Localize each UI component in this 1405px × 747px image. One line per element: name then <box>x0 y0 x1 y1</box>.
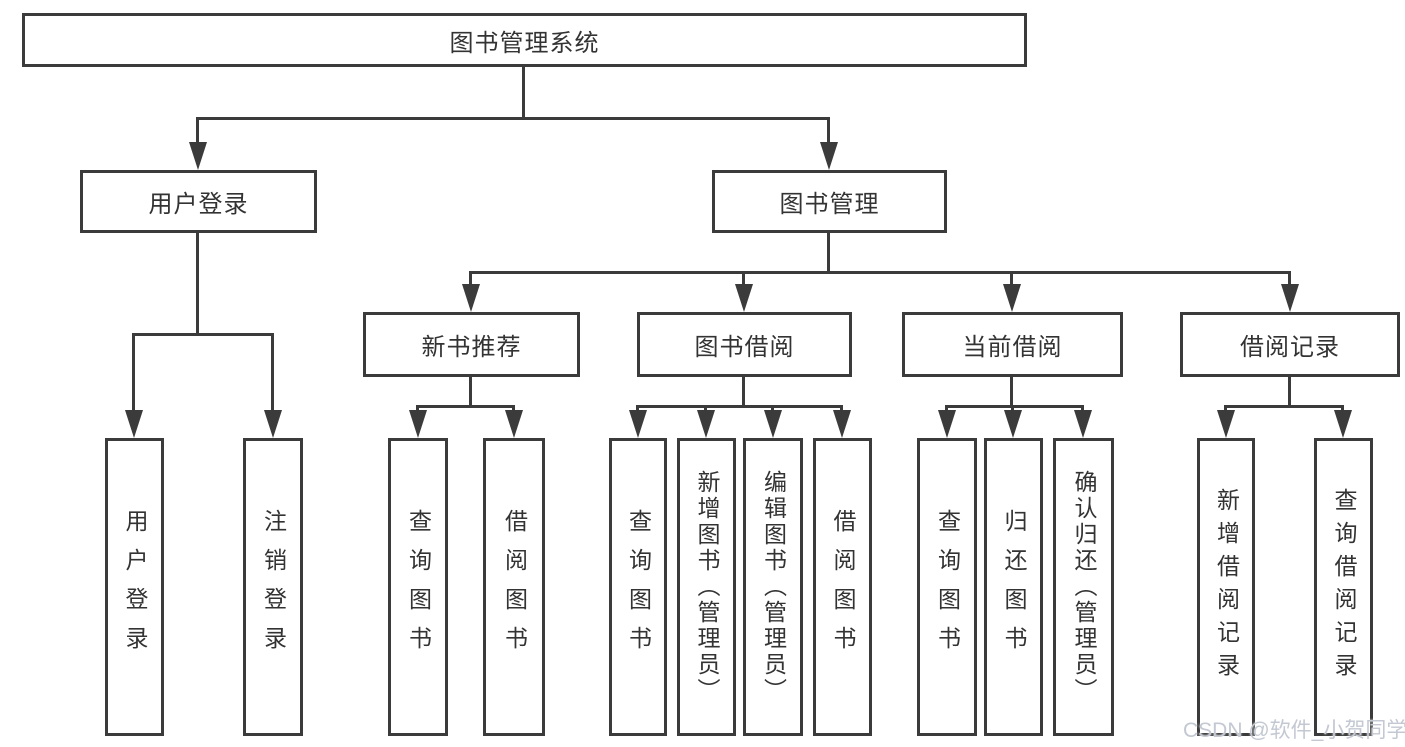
arrowhead <box>938 410 956 438</box>
leaf-add-books-admin: 新增图书（管理员） <box>677 438 736 736</box>
node-label: 确认归还（管理员） <box>1071 470 1097 704</box>
node-label: 借阅记录 <box>1240 334 1340 361</box>
node-borrow-record: 借阅记录 <box>1180 312 1400 377</box>
connector-drop <box>416 405 419 414</box>
arrowhead <box>409 410 427 438</box>
arrowhead <box>697 410 715 438</box>
arrowhead-leaf-logout <box>264 410 282 438</box>
arrowhead-borrow-record <box>1281 284 1299 312</box>
arrowhead <box>764 410 782 438</box>
connector-drop <box>1011 405 1014 414</box>
connector-drop <box>945 405 948 414</box>
connector-user-login-stem <box>196 233 199 336</box>
node-label: 用户登录 <box>148 191 249 218</box>
node-label: 借阅图书 <box>501 509 528 665</box>
node-label: 查询图书 <box>405 509 432 665</box>
node-label: 编辑图书（管理员） <box>760 470 787 704</box>
node-current-borrow: 当前借阅 <box>902 312 1123 377</box>
connector-current-borrow-rail <box>947 405 1083 408</box>
leaf-user-login: 用户登录 <box>105 438 164 736</box>
arrowhead-current-borrow <box>1003 284 1021 312</box>
connector-book-borrow-rail <box>638 405 842 408</box>
connector-current-borrow-stem <box>1010 377 1013 408</box>
node-book-borrow: 图书借阅 <box>637 312 852 377</box>
connector-drop <box>1341 405 1344 414</box>
arrowhead <box>629 410 647 438</box>
leaf-query-books-recommend: 查询图书 <box>388 438 448 736</box>
leaf-logout-login: 注销登录 <box>243 438 303 736</box>
node-label: 查询图书 <box>934 509 961 665</box>
connector-drop-borrow-record <box>1288 271 1291 286</box>
connector-recommend-rail <box>418 405 514 408</box>
connector-drop-current-borrow <box>1010 271 1013 286</box>
arrowhead-book-mgmt <box>820 142 838 170</box>
leaf-return-books: 归还图书 <box>984 438 1043 736</box>
connector-drop <box>636 405 639 414</box>
connector-book-mgmt-stem <box>827 233 830 274</box>
node-label: 借阅图书 <box>830 509 856 665</box>
node-label: 图书管理 <box>779 191 880 218</box>
leaf-add-borrow-record: 新增借阅记录 <box>1197 438 1255 736</box>
leaf-query-borrow-record: 查询借阅记录 <box>1314 438 1373 736</box>
node-label: 查询图书 <box>625 509 652 665</box>
leaf-edit-books-admin: 编辑图书（管理员） <box>743 438 803 736</box>
node-label: 新书推荐 <box>421 334 522 361</box>
connector-book-borrow-stem <box>742 377 745 408</box>
connector-drop <box>1081 405 1084 414</box>
connector-level2-rail <box>198 117 829 120</box>
node-label: 新增借阅记录 <box>1213 488 1240 686</box>
connector-drop <box>840 405 843 414</box>
node-new-book-recommend: 新书推荐 <box>363 312 580 377</box>
leaf-confirm-return-admin: 确认归还（管理员） <box>1053 438 1114 736</box>
node-label: 查询借阅记录 <box>1331 488 1357 686</box>
node-user-login: 用户登录 <box>80 170 317 233</box>
node-library-system: 图书管理系统 <box>22 13 1027 67</box>
connector-drop-leaf-user-login <box>132 333 135 412</box>
arrowhead <box>1334 410 1352 438</box>
connector-drop <box>771 405 774 414</box>
node-label: 新增图书（管理员） <box>694 470 720 704</box>
node-label: 图书管理系统 <box>449 29 600 57</box>
node-label: 用户登录 <box>122 509 148 665</box>
connector-drop-leaf-logout <box>271 333 274 412</box>
leaf-borrow-books: 借阅图书 <box>813 438 872 736</box>
connector-user-login-rail <box>134 333 273 336</box>
leaf-query-books-borrow: 查询图书 <box>609 438 667 736</box>
arrowhead-book-borrow <box>735 284 753 312</box>
arrowhead <box>1004 410 1022 438</box>
node-label: 当前借阅 <box>962 334 1063 361</box>
connector-drop <box>512 405 515 414</box>
connector-drop <box>704 405 707 414</box>
connector-drop-book-borrow <box>742 271 745 286</box>
csdn-watermark: CSDN @软件_小贺同学 <box>1183 719 1405 742</box>
connector-drop-book-mgmt <box>827 117 830 145</box>
arrowhead <box>505 410 523 438</box>
connector-borrow-record-stem <box>1288 377 1291 408</box>
connector-drop-user-login <box>196 117 199 145</box>
node-label: 图书借阅 <box>694 334 795 361</box>
leaf-query-books-current: 查询图书 <box>917 438 977 736</box>
connector-borrow-record-rail <box>1226 405 1343 408</box>
arrowhead-recommend <box>462 284 480 312</box>
connector-drop-recommend <box>469 271 472 286</box>
arrowhead <box>1217 410 1235 438</box>
arrowhead-leaf-user-login <box>125 410 143 438</box>
arrowhead <box>1074 410 1092 438</box>
leaf-borrow-books-recommend: 借阅图书 <box>483 438 545 736</box>
connector-drop <box>1224 405 1227 414</box>
connector-recommend-stem <box>469 377 472 408</box>
connector-level3-rail <box>471 271 1290 274</box>
arrowhead-user-login <box>189 142 207 170</box>
connector-root-stem <box>522 67 525 120</box>
node-label: 注销登录 <box>260 509 287 665</box>
node-label: 归还图书 <box>1001 509 1027 665</box>
node-book-management: 图书管理 <box>712 170 947 233</box>
arrowhead <box>833 410 851 438</box>
